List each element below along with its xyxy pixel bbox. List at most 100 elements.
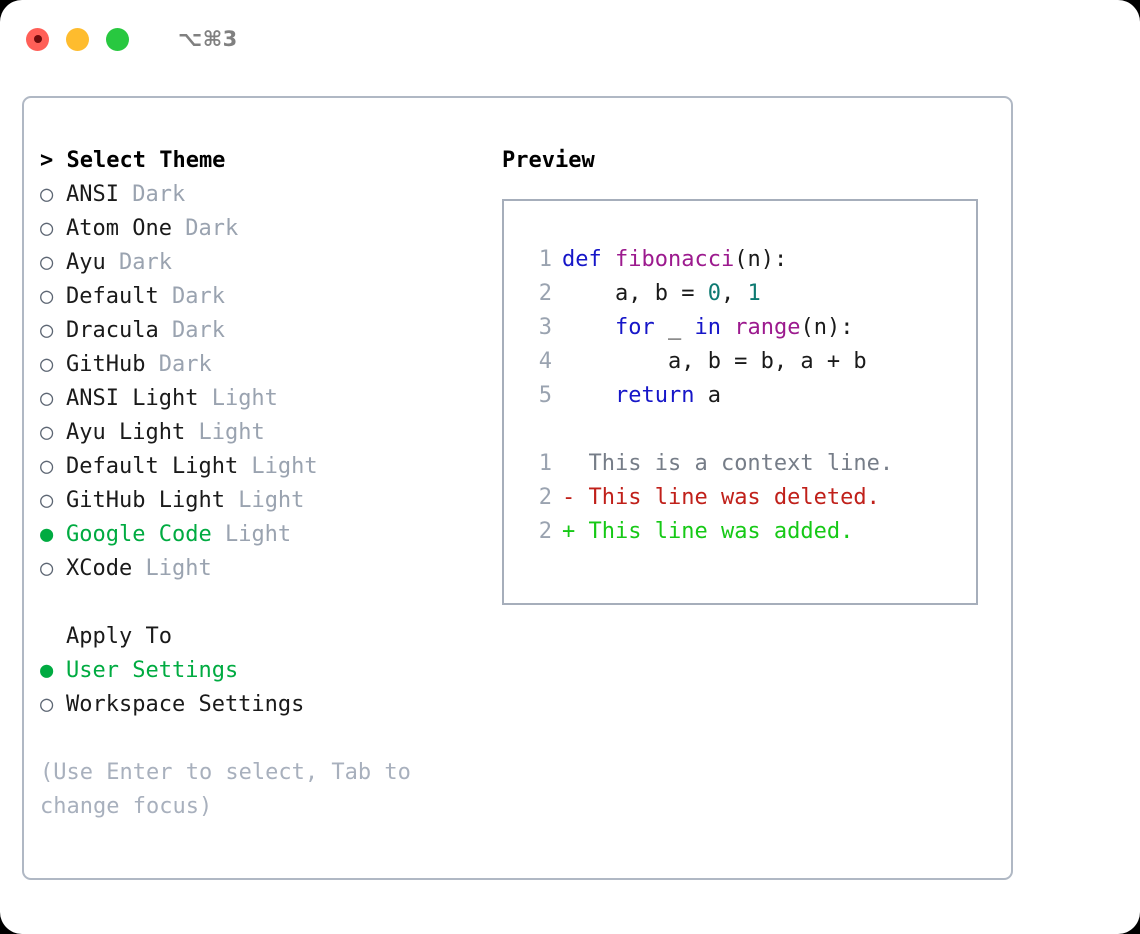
theme-kind: Dark <box>145 352 212 377</box>
radio-unselected-icon: ○ <box>40 352 54 377</box>
theme-list[interactable]: ○ANSI Dark○Atom One Dark○Ayu Dark○Defaul… <box>40 178 490 586</box>
line-number: 3 <box>538 315 552 340</box>
theme-kind: Light <box>211 522 292 547</box>
theme-list-item[interactable]: ○ XCode Light <box>40 552 490 586</box>
theme-name: GitHub <box>66 352 146 377</box>
preview-heading: Preview <box>502 148 595 173</box>
diff-sign: + <box>562 519 576 544</box>
line-number: 1 <box>538 247 552 272</box>
theme-kind: Dark <box>105 250 172 275</box>
radio-unselected-icon: ○ <box>40 216 54 241</box>
radio-unselected-icon: ○ <box>40 556 54 581</box>
theme-list-item[interactable]: ○ Ayu Light Light <box>40 416 490 450</box>
line-number: 2 <box>538 485 552 510</box>
apply-to-heading-label: Apply To <box>66 624 172 649</box>
maximize-button[interactable] <box>106 27 129 51</box>
code-token: def <box>562 247 615 272</box>
code-token: 0 <box>707 281 721 306</box>
diff-text: This line was deleted. <box>575 485 880 510</box>
keyboard-hint: (Use Enter to select, Tab to change focu… <box>40 760 411 819</box>
apply-to-label: Workspace Settings <box>66 692 305 717</box>
code-token: (n): <box>800 315 854 340</box>
code-token: a, b = b, a + b <box>562 349 867 374</box>
theme-list-item[interactable]: ○ ANSI Light Light <box>40 382 490 416</box>
radio-unselected-icon: ○ <box>40 488 54 513</box>
theme-list-item[interactable]: ○ Atom One Dark <box>40 212 490 246</box>
page-title: > Select Theme <box>40 148 226 173</box>
line-number: 4 <box>538 349 552 374</box>
theme-name: Atom One <box>66 216 172 241</box>
radio-unselected-icon: ○ <box>40 318 54 343</box>
code-token: for <box>614 315 655 340</box>
code-token <box>721 315 734 340</box>
code-token <box>562 383 615 408</box>
theme-name: Dracula <box>66 318 159 343</box>
theme-list-item[interactable]: ● Google Code Light <box>40 518 490 552</box>
theme-picker-column: > Select Theme ○ANSI Dark○Atom One Dark○… <box>40 144 490 824</box>
theme-name: Default <box>66 284 159 309</box>
theme-kind: Light <box>198 386 278 411</box>
theme-list-item[interactable]: ○GitHub Light Light <box>40 484 490 518</box>
code-token: fibonacci <box>614 247 735 272</box>
apply-to-section: Apply To ●User Settings ○ Workspace Settin… <box>40 620 490 722</box>
theme-name: Ayu Light <box>66 420 186 445</box>
theme-list-item[interactable]: ○ Dracula Dark <box>40 314 490 348</box>
code-token: a <box>694 383 721 408</box>
radio-unselected-icon: ○ <box>40 284 54 309</box>
theme-name: Ayu <box>66 250 106 275</box>
radio-unselected-icon: ○ <box>40 250 54 275</box>
diff-text: This is a context line. <box>575 451 894 476</box>
apply-to-list[interactable]: ●User Settings ○ Workspace Settings <box>40 654 490 722</box>
minimize-button[interactable] <box>66 27 89 51</box>
theme-list-item[interactable]: ○ GitHub Dark <box>40 348 490 382</box>
code-token: 1 <box>747 281 761 306</box>
close-button[interactable] <box>26 27 49 51</box>
apply-to-heading-indent <box>40 620 66 654</box>
theme-list-item[interactable]: ○ Default Dark <box>40 280 490 314</box>
apply-to-label: User Settings <box>66 658 239 683</box>
code-line: 2 a, b = 0, 1 <box>522 277 976 311</box>
diff-sign <box>562 451 575 476</box>
apply-to-item[interactable]: ●User Settings <box>40 654 490 688</box>
theme-name: ANSI <box>66 182 119 207</box>
radio-unselected-icon: ○ <box>40 386 54 411</box>
radio-unselected-icon: ○ <box>40 692 54 717</box>
theme-list-item[interactable]: ○ Ayu Dark <box>40 246 490 280</box>
theme-name: XCode <box>66 556 133 581</box>
code-line: 4 a, b = b, a + b <box>522 345 976 379</box>
diff-line: 1 This is a context line. <box>522 447 976 481</box>
code-token <box>562 315 615 340</box>
theme-kind: Dark <box>158 318 225 343</box>
theme-kind: Light <box>185 420 265 445</box>
line-number: 5 <box>538 383 552 408</box>
theme-list-item[interactable]: ○Default Light Light <box>40 450 490 484</box>
diff-text: This line was added. <box>575 519 854 544</box>
theme-list-item[interactable]: ○ANSI Dark <box>40 178 490 212</box>
theme-kind: Light <box>238 454 318 479</box>
keyboard-shortcut-label: ⌥⌘3 <box>178 27 238 51</box>
code-token: (n): <box>734 247 788 272</box>
theme-kind: Dark <box>158 284 225 309</box>
code-token: , <box>720 281 748 306</box>
diff-sample: 1 This is a context line. 2- This line wa… <box>522 447 976 549</box>
code-line: 1 def fibonacci(n): <box>522 243 976 277</box>
line-number: 1 <box>538 451 552 476</box>
apply-to-item[interactable]: ○ Workspace Settings <box>40 688 490 722</box>
radio-selected-icon: ● <box>40 522 54 547</box>
code-token: return <box>614 383 695 408</box>
spacer <box>522 413 976 447</box>
main-panel: > Select Theme ○ANSI Dark○Atom One Dark○… <box>22 96 1013 880</box>
theme-kind: Light <box>132 556 212 581</box>
theme-name: ANSI Light <box>66 386 199 411</box>
theme-name: Google Code <box>66 522 212 547</box>
diff-sign: - <box>562 485 576 510</box>
theme-kind: Dark <box>171 216 239 241</box>
radio-unselected-icon: ○ <box>40 420 54 445</box>
code-token: _ <box>654 315 695 340</box>
apply-to-heading: Apply To <box>40 620 490 654</box>
code-line: 3 for _ in range(n): <box>522 311 976 345</box>
code-token: a, b = <box>562 281 708 306</box>
